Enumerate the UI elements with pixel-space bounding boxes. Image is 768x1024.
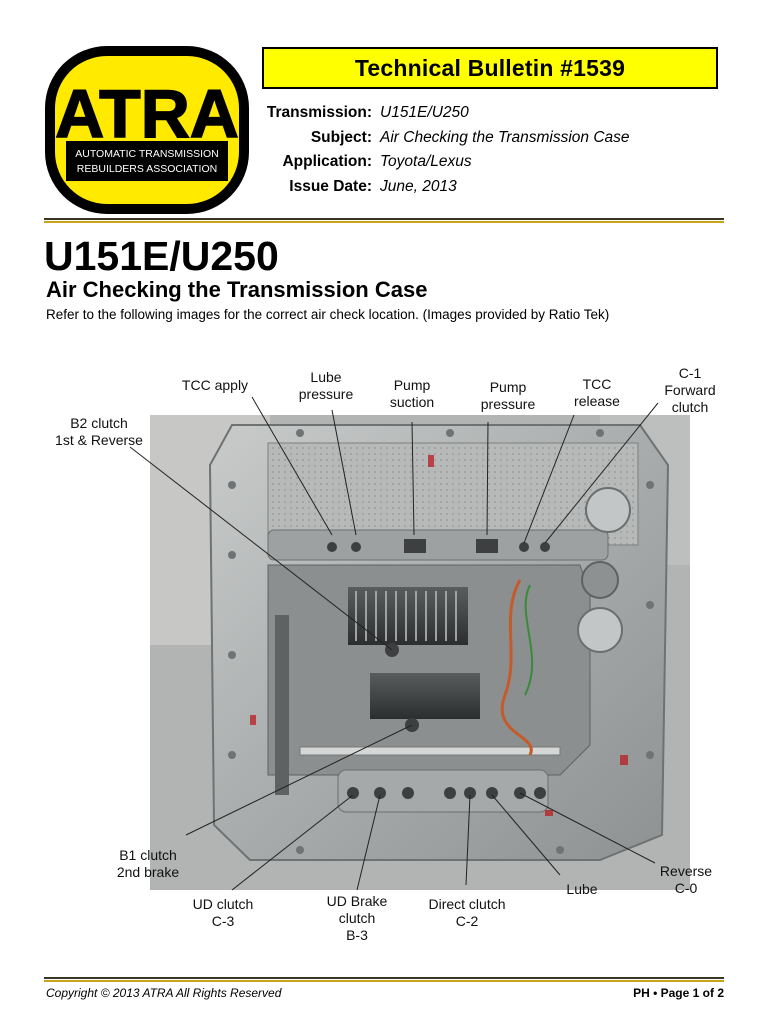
page-title: U151E/U250	[44, 233, 279, 279]
label-ud-clutch: UD clutch C-3	[192, 896, 254, 929]
info-row-application: Application: Toyota/Lexus	[262, 150, 722, 175]
footer-copyright: Copyright © 2013 ATRA All Rights Reserve…	[46, 986, 282, 1000]
page-subtitle: Air Checking the Transmission Case	[46, 277, 428, 302]
label-direct-clutch: Direct clutch C-2	[428, 896, 506, 929]
info-label: Issue Date:	[289, 177, 372, 195]
label-reverse: Reverse C-0	[659, 863, 713, 896]
info-value: Air Checking the Transmission Case	[380, 128, 630, 146]
transmission-case-photo	[129, 396, 690, 891]
label-ud-brake-clutch: UD Brake clutch B-3	[326, 893, 388, 943]
footer-divider	[44, 977, 724, 982]
info-row-subject: Subject: Air Checking the Transmission C…	[262, 126, 722, 151]
label-tcc-apply: TCC apply	[181, 377, 249, 393]
bulletin-banner: Technical Bulletin #1539	[262, 47, 718, 89]
info-label: Application:	[282, 153, 372, 171]
label-pump-suction: Pump suction	[389, 377, 435, 410]
logo-line-1: AUTOMATIC TRANSMISSION	[75, 148, 219, 160]
footer-page-number: PH • Page 1 of 2	[633, 986, 724, 1000]
info-row-issue-date: Issue Date: June, 2013	[262, 175, 722, 200]
intro-text: Refer to the following images for the co…	[46, 307, 610, 322]
label-pump-pressure: Pump pressure	[480, 379, 536, 412]
header-divider	[44, 218, 724, 223]
logo-wordmark: ATRA	[55, 76, 239, 152]
label-lube-pressure: Lube pressure	[298, 369, 354, 402]
atra-logo: ATRA AUTOMATIC TRANSMISSION REBUILDERS A…	[44, 45, 250, 215]
bulletin-info: Transmission: U151E/U250 Subject: Air Ch…	[262, 101, 722, 199]
label-lube: Lube	[566, 881, 598, 897]
info-value: Toyota/Lexus	[380, 153, 472, 171]
label-b1-clutch: B1 clutch 2nd brake	[116, 847, 180, 880]
info-value: June, 2013	[380, 177, 457, 195]
info-label: Subject:	[310, 128, 372, 146]
info-label: Transmission:	[266, 104, 372, 122]
info-row-transmission: Transmission: U151E/U250	[262, 101, 722, 126]
logo-line-2: REBUILDERS ASSOCIATION	[77, 163, 217, 175]
transmission-photo-figure: TCC apply Lube pressure Pump suction Pum…	[0, 355, 768, 975]
label-tcc-release: TCC release	[574, 376, 620, 409]
label-c1-forward-clutch: C-1 Forward clutch	[664, 365, 716, 415]
info-value: U151E/U250	[380, 104, 469, 122]
label-b2-clutch: B2 clutch 1st & Reverse	[55, 415, 143, 448]
